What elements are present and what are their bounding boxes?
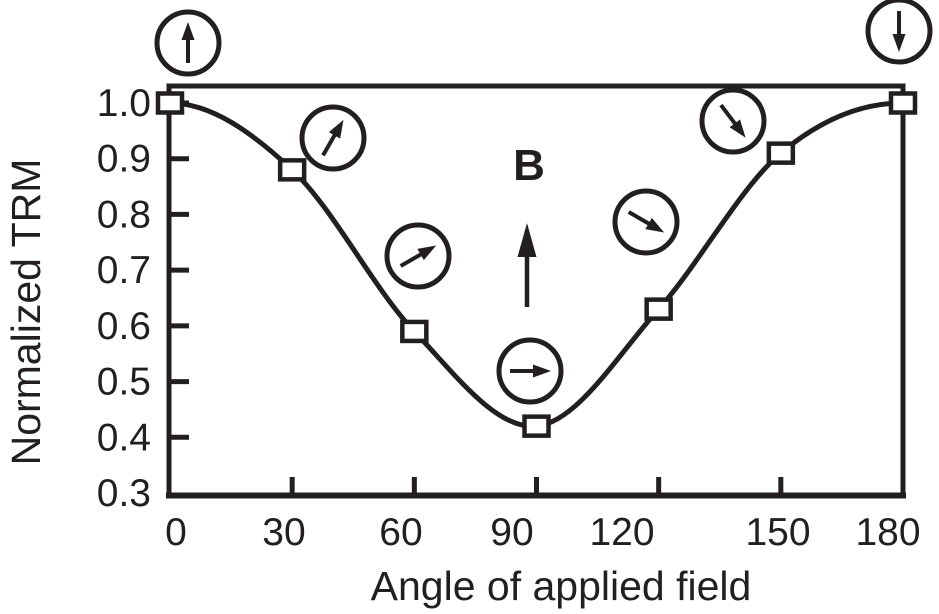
data-point-square <box>888 91 918 115</box>
x-tick-label: 180 <box>855 511 920 554</box>
field-direction-marker <box>612 188 680 256</box>
plot-layer: 1.0 0.9 0.8 0.7 0.6 0.5 0.4 0.3 0 30 60 90 120 150 180 <box>97 0 933 554</box>
x-tick-label: 30 <box>262 511 305 554</box>
data-point-square <box>522 414 551 438</box>
field-direction-marker <box>865 0 933 65</box>
y-tick-label: 0.9 <box>97 138 151 181</box>
field-arrow-icon <box>627 210 665 233</box>
y-tick-label: 0.7 <box>97 249 151 292</box>
field-arrow-icon <box>321 119 344 157</box>
data-point-square <box>400 319 429 344</box>
x-axis-title: Angle of applied field <box>371 563 752 609</box>
field-arrow-head <box>645 217 665 233</box>
y-tick-label: 1.0 <box>97 82 151 125</box>
field-arrow-icon <box>399 245 437 268</box>
field-arrow-head <box>729 119 746 138</box>
x-tick-label: 60 <box>379 511 422 554</box>
x-tick-label: 90 <box>490 511 533 554</box>
field-arrow-icon <box>181 22 195 63</box>
y-tick-label: 0.4 <box>97 416 151 459</box>
y-tick-label: 0.8 <box>97 193 151 236</box>
x-tick-label: 120 <box>589 511 654 554</box>
field-arrow-shaft <box>321 131 338 157</box>
x-tick-label: 150 <box>745 511 810 554</box>
field-arrow-head <box>328 119 344 139</box>
field-arrow-icon <box>719 103 746 138</box>
x-tick-label: 0 <box>165 511 187 554</box>
data-point-square <box>766 141 796 165</box>
field-arrow-icon <box>892 11 906 52</box>
field-direction-marker <box>154 9 222 77</box>
field-arrow-shaft <box>399 251 425 268</box>
field-arrow-head <box>533 364 551 378</box>
data-point-square <box>155 91 185 115</box>
field-arrow-shaft <box>719 103 739 127</box>
field-direction-marker <box>699 87 767 155</box>
data-point-square <box>644 297 673 321</box>
field-direction-marker <box>299 104 367 172</box>
y-axis-title: Normalized TRM <box>3 159 49 466</box>
y-tick-label: 0.5 <box>97 361 151 404</box>
b-arrow-head-icon <box>517 223 537 257</box>
field-arrow-head <box>181 22 195 40</box>
field-direction-marker <box>384 222 452 290</box>
field-arrow-shaft <box>627 210 653 227</box>
data-point-square <box>277 158 307 182</box>
y-tick-label: 0.3 <box>97 472 151 515</box>
field-arrow-head <box>417 245 437 261</box>
y-tick-label: 0.6 <box>97 305 151 348</box>
field-direction-marker <box>496 337 564 405</box>
field-arrow-head <box>892 34 906 52</box>
field-arrow-icon <box>510 364 551 378</box>
field-b-label: B <box>513 141 545 190</box>
